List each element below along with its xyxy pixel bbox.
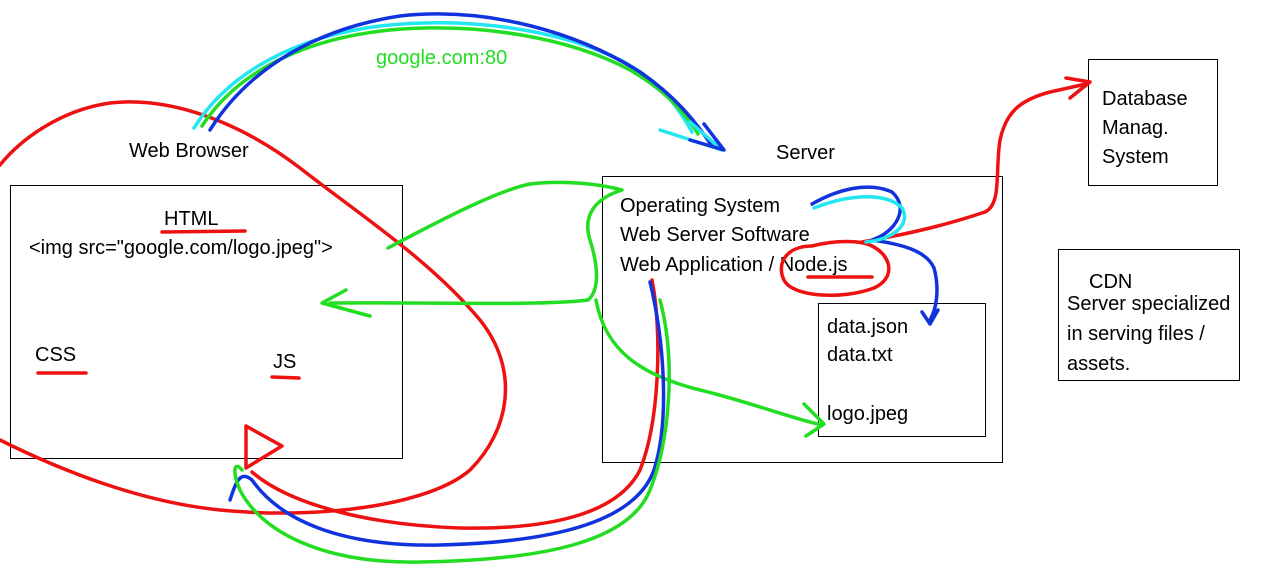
- server-line-web-server: Web Server Software: [620, 224, 810, 246]
- request-arc-cyan: [192, 21, 694, 134]
- server-title: Server: [776, 142, 835, 164]
- html-label: HTML: [164, 208, 219, 230]
- cdn-line-2: in serving files /: [1067, 323, 1205, 345]
- css-label: CSS: [35, 344, 77, 366]
- server-line-web-app: Web Application / Node.js: [620, 254, 848, 276]
- img-tag-label: <img src="google.com/logo.jpeg">: [29, 237, 333, 259]
- server-line-os: Operating System: [620, 195, 781, 217]
- dbms-line-2: Manag.: [1102, 117, 1169, 139]
- cdn-title: CDN: [1089, 271, 1133, 293]
- dbms-box: [1088, 59, 1218, 186]
- request-arc-blue: [208, 12, 714, 148]
- request-arc-green: [200, 26, 700, 136]
- files-box: [818, 303, 986, 437]
- file-data-json: data.json: [827, 316, 909, 338]
- file-data-txt: data.txt: [827, 344, 893, 366]
- js-label: JS: [273, 351, 297, 373]
- cdn-line-1: Server specialized: [1067, 293, 1231, 315]
- cdn-line-3: assets.: [1067, 353, 1131, 375]
- request-arrowhead-cyan: [658, 120, 724, 152]
- cdn-box: [1058, 249, 1240, 381]
- dbms-line-3: System: [1102, 146, 1169, 168]
- file-logo-jpeg: logo.jpeg: [827, 403, 909, 425]
- url-annotation: google.com:80: [376, 47, 508, 69]
- web-browser-title: Web Browser: [129, 140, 249, 162]
- dbms-arrowhead: [1064, 76, 1092, 100]
- dbms-line-1: Database: [1102, 88, 1188, 110]
- request-arrowhead-blue: [688, 122, 726, 152]
